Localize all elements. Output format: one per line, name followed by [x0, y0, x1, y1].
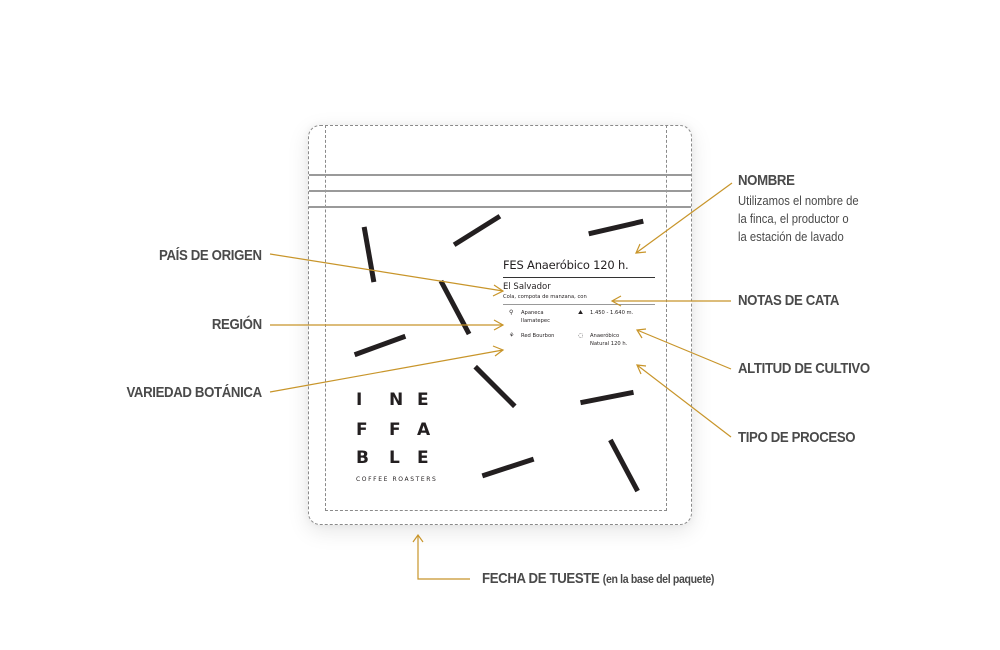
- bag-inner-fold: [325, 125, 667, 511]
- mountain-icon: ⛰: [578, 309, 584, 316]
- callout-pais: PAÍS DE ORIGEN: [159, 247, 262, 264]
- bag-seal-line: [309, 206, 691, 208]
- fecha-title: FECHA DE TUESTE: [482, 570, 600, 587]
- variety-text: Red Bourbon: [521, 333, 555, 339]
- region-line-2: Ilamatepec: [521, 318, 550, 324]
- fecha-note: (en la base del paquete): [602, 572, 715, 586]
- plant-icon: ⚘: [509, 332, 515, 339]
- bag-seal-line: [309, 190, 691, 192]
- callout-proceso: TIPO DE PROCESO: [738, 429, 856, 446]
- bag-seal-line: [309, 174, 691, 176]
- logo-letter: L: [389, 448, 400, 468]
- callout-altitud: ALTITUD DE CULTIVO: [738, 360, 870, 377]
- logo-letter: B: [356, 448, 369, 468]
- nombre-desc-line: Utilizamos el nombre de: [738, 194, 859, 208]
- callout-fecha: FECHA DE TUESTE (en la base del paquete): [482, 570, 714, 587]
- country-of-origin: El Salvador: [503, 282, 551, 292]
- logo-subtitle: COFFEE ROASTERS: [356, 476, 438, 483]
- logo-letter: E: [417, 448, 429, 468]
- callout-nombre-title: NOMBRE: [738, 172, 795, 189]
- altitude-cell: ⛰ 1.450 - 1.640 m.: [578, 309, 633, 317]
- process-line-1: Anaeróbico: [590, 333, 620, 339]
- callout-nombre-desc: Utilizamos el nombre de la finca, el pro…: [738, 192, 859, 246]
- logo-letter: E: [417, 390, 429, 410]
- logo-letter: N: [389, 390, 404, 410]
- map-pin-icon: ⚲: [509, 309, 514, 316]
- variety-cell: ⚘ Red Bourbon: [509, 332, 554, 340]
- coffee-name: FES Anaeróbico 120 h.: [503, 258, 655, 278]
- nombre-desc-line: la estación de lavado: [738, 230, 844, 244]
- callout-variedad: VARIEDAD BOTÁNICA: [126, 384, 263, 401]
- cycle-icon: ◌: [578, 332, 584, 339]
- logo-letter: F: [356, 420, 368, 440]
- process-line-2: Natural 120 h.: [590, 341, 628, 347]
- nombre-desc-line: la finca, el productor o: [738, 212, 849, 226]
- callout-region: REGIÓN: [212, 316, 262, 333]
- logo-letter: A: [417, 420, 431, 440]
- callout-notas: NOTAS DE CATA: [738, 292, 840, 309]
- region-line-1: Apaneca: [521, 310, 544, 316]
- logo-letter: I: [356, 390, 363, 410]
- altitude-text: 1.450 - 1.640 m.: [590, 310, 634, 316]
- logo-letter: F: [389, 420, 401, 440]
- product-label: FES Anaeróbico 120 h. El Salvador Cola, …: [503, 258, 655, 355]
- tasting-notes: Cola, compota de manzana, con: [503, 294, 655, 305]
